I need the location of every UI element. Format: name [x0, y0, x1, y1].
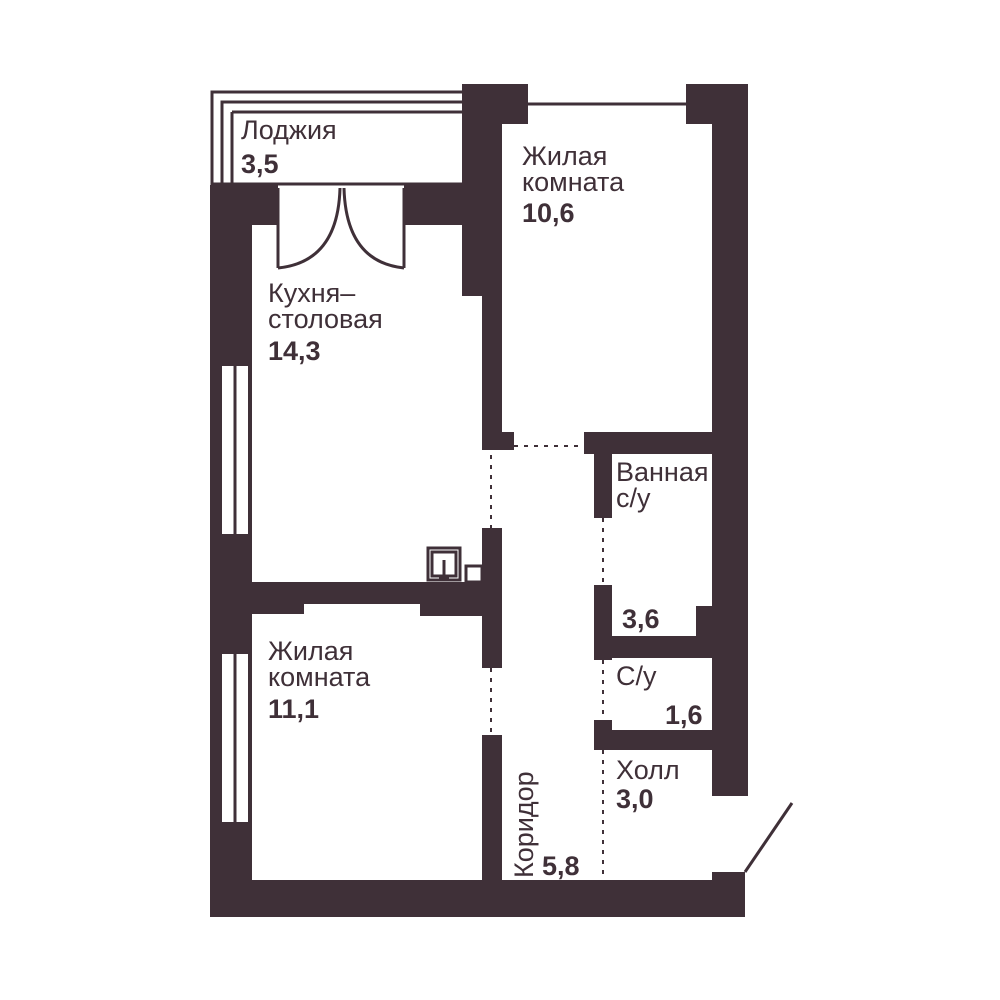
room-toilet: С/у 1,6 — [616, 661, 703, 730]
room-hall: Холл 3,0 — [616, 755, 680, 814]
walls — [210, 84, 748, 917]
room-name-line1: Жилая — [522, 141, 607, 171]
room-area: 5,8 — [542, 851, 580, 881]
room-area: 14,3 — [268, 336, 321, 366]
entrance-door-icon — [743, 802, 794, 873]
room-name-line1: Жилая — [268, 636, 353, 666]
room-bathroom: Ванная с/у 3,6 — [616, 457, 708, 634]
room-name: С/у — [616, 661, 657, 691]
windows — [222, 88, 686, 822]
room-loggia: Лоджия 3,5 — [241, 115, 337, 179]
room-name-line1: Кухня– — [268, 278, 355, 308]
room-area: 1,6 — [665, 700, 703, 730]
room-name-line2: комната — [268, 662, 371, 692]
room-area: 3,6 — [622, 604, 660, 634]
door-swing-icon — [276, 187, 406, 270]
room-name-line2: комната — [522, 167, 625, 197]
room-name-line1: Ванная — [616, 457, 708, 487]
room-name: Холл — [616, 755, 680, 785]
room-name: Лоджия — [241, 115, 337, 145]
room-area: 11,1 — [268, 694, 319, 724]
room-name: Коридор — [509, 771, 539, 878]
room-area: 3,5 — [241, 149, 279, 179]
room-kitchen: Кухня– столовая 14,3 — [268, 278, 383, 366]
room-bedroom-bottom: Жилая комната 11,1 — [268, 636, 371, 724]
room-name-line2: столовая — [268, 304, 383, 334]
zone-dividers — [490, 445, 604, 917]
room-corridor: Коридор 5,8 — [509, 771, 580, 881]
room-bedroom-top: Жилая комната 10,6 — [522, 141, 625, 228]
sink-icon — [426, 546, 484, 584]
room-area: 10,6 — [522, 198, 575, 228]
room-area: 3,0 — [616, 784, 654, 814]
room-name-line2: с/у — [616, 483, 651, 513]
